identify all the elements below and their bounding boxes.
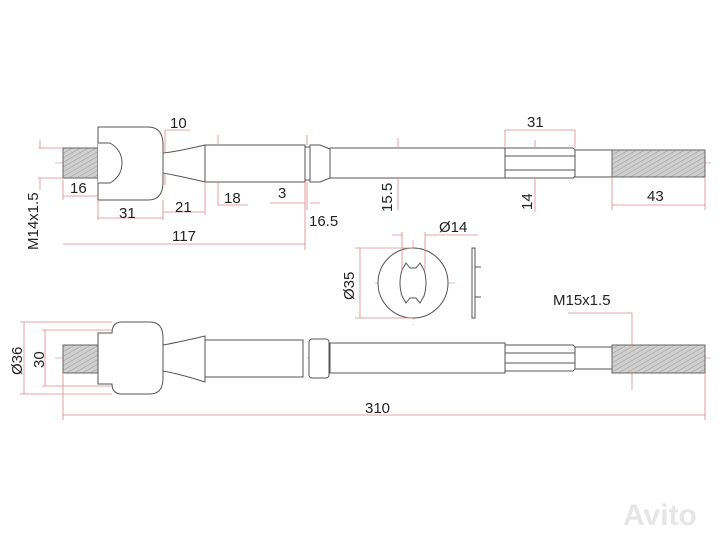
dim-total-length: 310 <box>365 400 390 417</box>
dim-neck-length: 21 <box>175 199 192 216</box>
dim-collar-diameter: 16.5 <box>309 213 338 230</box>
splines <box>504 147 577 179</box>
washer-inner-diameter: Ø14 <box>439 219 467 236</box>
washer-outer-diameter: Ø35 <box>341 272 358 300</box>
housing-outer-diameter: Ø36 <box>9 347 26 375</box>
dim-groove-width: 3 <box>278 185 286 202</box>
ball-housing <box>97 126 164 201</box>
neck <box>162 144 206 183</box>
thread-spec-m15: M15x1.5 <box>553 292 611 309</box>
dim-rod-diameter: 15.5 <box>379 183 396 212</box>
dim-housing-length: 31 <box>119 205 136 222</box>
avito-watermark: Avito <box>623 499 697 532</box>
rod <box>329 147 506 179</box>
tie-rod-top-view <box>38 126 712 250</box>
dim-neck-diameter: 10 <box>170 115 187 132</box>
right-thread <box>611 149 706 178</box>
left-thread <box>62 147 99 179</box>
shaft <box>204 144 306 183</box>
dim-spline-length: 31 <box>527 114 544 131</box>
dim-inner-length: 117 <box>172 228 196 245</box>
tie-rod-side-view <box>20 312 712 420</box>
thread-spec-m14: M14x1.5 <box>25 192 42 250</box>
dim-spline-diameter: 14 <box>519 193 536 210</box>
collar <box>309 144 331 183</box>
housing-inner-diameter: 30 <box>31 351 48 368</box>
dim-end-thread-length: 43 <box>647 188 664 205</box>
dim-thread-length: 16 <box>70 180 87 197</box>
ball-cup <box>98 142 123 184</box>
lock-washer <box>355 232 481 325</box>
dim-shaft-diameter: 18 <box>224 190 241 207</box>
